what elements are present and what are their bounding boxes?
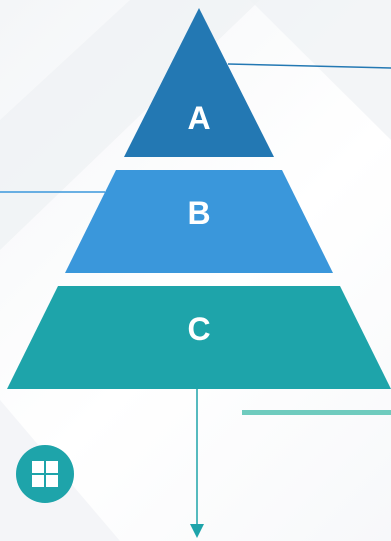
pyramid-tier-a [124, 8, 274, 157]
tier-a-connector-line [227, 63, 391, 69]
windows-icon-glyph [32, 461, 58, 487]
tier-b-label: B [187, 195, 210, 231]
windows-icon [16, 445, 74, 503]
background-shape [250, 0, 391, 140]
tier-c-label: C [187, 311, 210, 347]
pyramid-tier-c [7, 286, 391, 389]
down-arrow-head-icon [190, 524, 204, 538]
pyramid-tier-b [65, 170, 333, 273]
windows-icon-circle [16, 445, 74, 503]
accent-bar [242, 410, 391, 415]
tier-a-label: A [187, 100, 210, 136]
